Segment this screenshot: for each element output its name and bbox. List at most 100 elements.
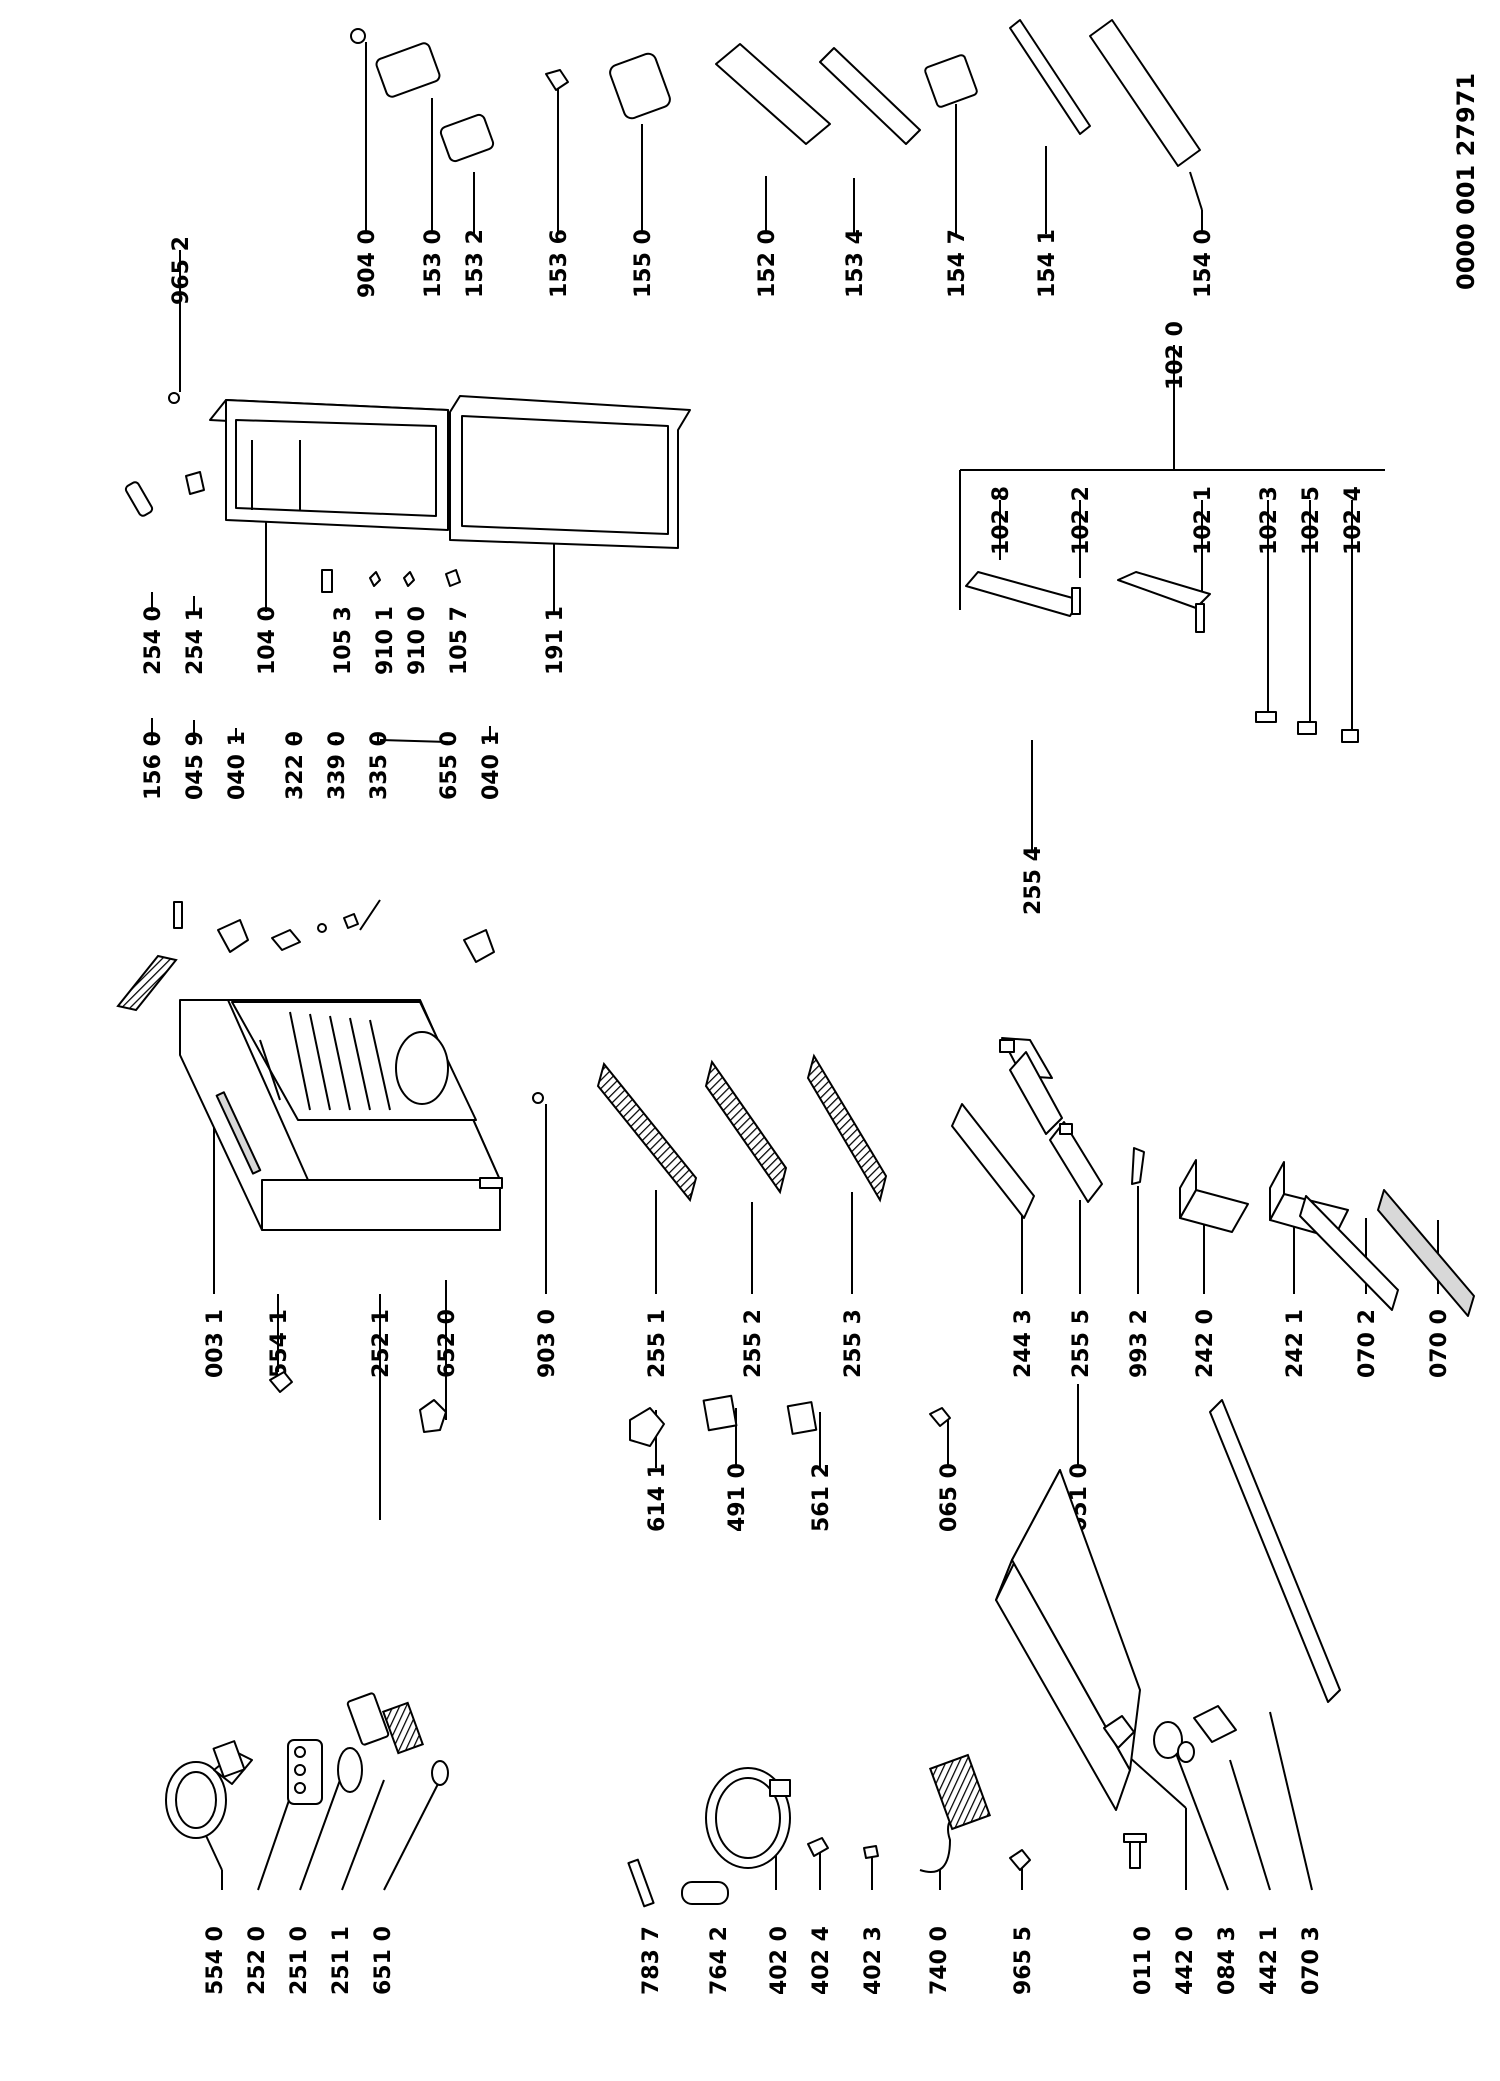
- label-6510: 651 0: [371, 1926, 396, 1995]
- leader-lines: [151, 42, 1439, 1891]
- part-910-1: [369, 571, 381, 587]
- part-783-7: [627, 1858, 655, 1908]
- label-7642: 764 2: [707, 1926, 732, 1995]
- gasket-191-1: [449, 395, 691, 549]
- label-1025: 102 5: [1299, 486, 1324, 555]
- part-904-0: [350, 28, 366, 44]
- bracket-442-1: [1193, 1705, 1237, 1743]
- cabinet-003-1: [179, 999, 503, 1231]
- panel-251-1: [381, 1701, 425, 1755]
- bin-242-0: [1179, 1159, 1249, 1233]
- part-102-3: [1255, 711, 1277, 723]
- part-402-3: [863, 1845, 879, 1859]
- label-9100: 910 0: [405, 606, 430, 675]
- label-1530: 153 0: [421, 229, 446, 298]
- door-bin-152-0: [715, 43, 831, 145]
- handle-254-0: [124, 481, 154, 517]
- label-1053: 105 3: [331, 606, 356, 675]
- part-065-0: [929, 1407, 951, 1427]
- label-2553: 255 3: [841, 1309, 866, 1378]
- label-0650: 065 0: [937, 1463, 962, 1532]
- label-1057: 105 7: [447, 606, 472, 675]
- shelf-255-2: [704, 1059, 788, 1195]
- label-0700: 070 0: [1427, 1309, 1452, 1378]
- screw-965-2: [168, 392, 180, 404]
- part-322-0: [271, 929, 301, 951]
- part-993-2: [1131, 1147, 1145, 1185]
- part-652-0: [419, 1399, 447, 1433]
- part-651-0: [431, 1760, 449, 1786]
- label-2540: 254 0: [141, 606, 166, 675]
- part-402-4: [807, 1837, 829, 1857]
- label-9101: 910 1: [373, 606, 398, 675]
- label-2554: 255 4: [1021, 846, 1046, 915]
- part-910-0: [403, 571, 415, 587]
- label-1040: 104 0: [255, 606, 280, 675]
- label-1028: 102 8: [989, 486, 1014, 555]
- label-4020: 402 0: [767, 1926, 792, 1995]
- part-labels: 554 0 252 0 251 0 251 1 651 0 783 7 764 …: [141, 73, 1480, 1995]
- part-102-4: [1341, 729, 1359, 743]
- label-2421: 242 1: [1283, 1309, 1308, 1378]
- shelf-255-1: [596, 1061, 698, 1203]
- label-1024: 102 4: [1341, 486, 1366, 555]
- label-4420: 442 0: [1173, 1926, 1198, 1995]
- tray-255-5: [1049, 1121, 1103, 1203]
- cover-244-3: [951, 1103, 1035, 1219]
- label-1021: 102 1: [1191, 486, 1216, 555]
- label-1536: 153 6: [547, 229, 572, 298]
- rail-070-2: [1299, 1195, 1399, 1311]
- label-3220: 322 0: [283, 731, 308, 800]
- part-105-3: [321, 569, 333, 593]
- label-2541: 254 1: [183, 606, 208, 675]
- rail-070-0: [1377, 1189, 1475, 1317]
- screw-011-0: [1123, 1833, 1147, 1869]
- label-1550: 155 0: [631, 229, 656, 298]
- label-2520: 252 0: [245, 1926, 270, 1995]
- label-2510: 251 0: [287, 1926, 312, 1995]
- egg-tray-155-0: [609, 52, 671, 120]
- label-0031: 003 1: [203, 1309, 228, 1378]
- label-2552: 255 2: [741, 1309, 766, 1378]
- label-2521: 252 1: [369, 1309, 394, 1378]
- gasket-102-8: [965, 571, 1081, 617]
- label-1532: 153 2: [463, 229, 488, 298]
- part-561-2: [786, 1401, 818, 1435]
- part-965-5: [1009, 1849, 1031, 1871]
- label-5541: 554 1: [267, 1309, 292, 1378]
- label-1547: 154 7: [945, 229, 970, 298]
- rod-655-0: [359, 899, 381, 931]
- label-0843: 084 3: [1215, 1926, 1240, 1995]
- part-339-0: [317, 923, 327, 933]
- part-084-3: [1153, 1721, 1183, 1759]
- panel-252-1: [346, 1692, 390, 1746]
- hinge-040-1-b: [463, 929, 495, 963]
- label-2555: 255 5: [1069, 1309, 1094, 1378]
- label-9932: 993 2: [1127, 1309, 1152, 1378]
- part-illustrations: [116, 19, 1475, 1908]
- housing-102-1: [1117, 571, 1211, 609]
- label-9030: 903 0: [535, 1309, 560, 1378]
- label-6520: 652 0: [435, 1309, 460, 1378]
- label-0702: 070 2: [1355, 1309, 1380, 1378]
- label-0401-a: 040 1: [225, 731, 250, 800]
- part-614-1: [629, 1407, 665, 1447]
- label-1541: 154 1: [1035, 229, 1060, 298]
- label-9655: 965 5: [1011, 1926, 1036, 1995]
- part-102-1-b: [1195, 603, 1205, 633]
- label-3350: 335 0: [367, 731, 392, 800]
- label-9040: 904 0: [355, 229, 380, 298]
- part-102-5: [1297, 721, 1317, 735]
- shelf-255-3: [806, 1053, 888, 1203]
- label-1022: 102 2: [1069, 486, 1094, 555]
- bottle-153-0: [375, 42, 441, 98]
- label-1020: 102 0: [1163, 321, 1188, 390]
- label-1520: 152 0: [755, 229, 780, 298]
- label-5612: 561 2: [809, 1463, 834, 1532]
- label-4421: 442 1: [1257, 1926, 1282, 1995]
- screw-903-0: [532, 1092, 544, 1104]
- pin-045-9: [173, 901, 183, 929]
- tray-255-4: [999, 1037, 1063, 1135]
- label-0401-b: 040 1: [479, 731, 504, 800]
